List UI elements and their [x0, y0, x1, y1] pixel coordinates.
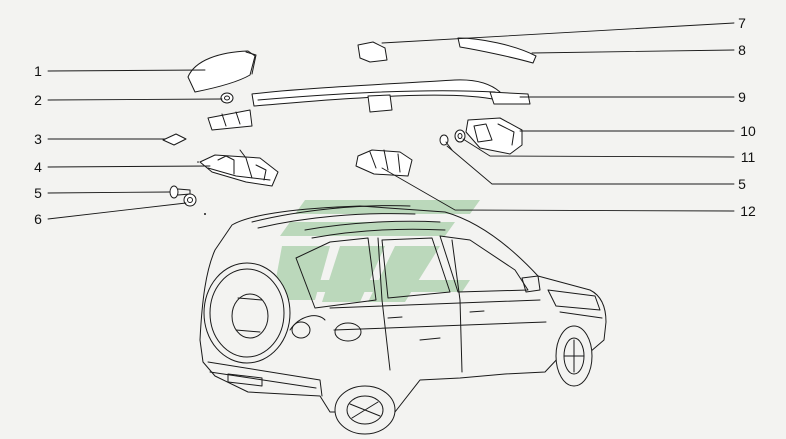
part-12-bracket [355, 149, 413, 177]
callout-label: 2 [34, 92, 42, 108]
part-7-plug [357, 41, 388, 63]
part-1-edge [245, 51, 257, 75]
part-2-nut [220, 92, 234, 104]
part-1-rail-cover [187, 50, 256, 93]
callout-label: 12 [740, 203, 756, 219]
spare-wheel [203, 262, 291, 364]
callout-label: 5 [34, 185, 42, 201]
part-9-roof-rail [207, 79, 531, 131]
speck-marks [197, 161, 206, 215]
front-wheel [555, 325, 593, 387]
part-3-gasket [162, 133, 187, 146]
callout-label: 3 [34, 131, 42, 147]
part-4-bracket [199, 149, 279, 187]
callout-label: 4 [34, 159, 42, 175]
callout-label: 9 [738, 89, 746, 105]
part-5-bolt-right [439, 134, 453, 151]
callout-label: 10 [740, 123, 756, 139]
part-8-rail-cover [457, 37, 537, 64]
leader-lines [47, 22, 735, 220]
callout-label: 7 [738, 15, 746, 31]
watermark-logo [272, 200, 480, 302]
part-6-washer [183, 193, 197, 207]
part-10-bracket [465, 117, 523, 155]
callout-label: 8 [738, 42, 746, 58]
part-11-washer [454, 129, 466, 143]
callout-label: 11 [740, 149, 756, 165]
callout-label: 1 [34, 63, 42, 79]
rear-wheel [334, 385, 396, 435]
callout-label: 6 [34, 211, 42, 227]
callout-label: 5 [738, 176, 746, 192]
